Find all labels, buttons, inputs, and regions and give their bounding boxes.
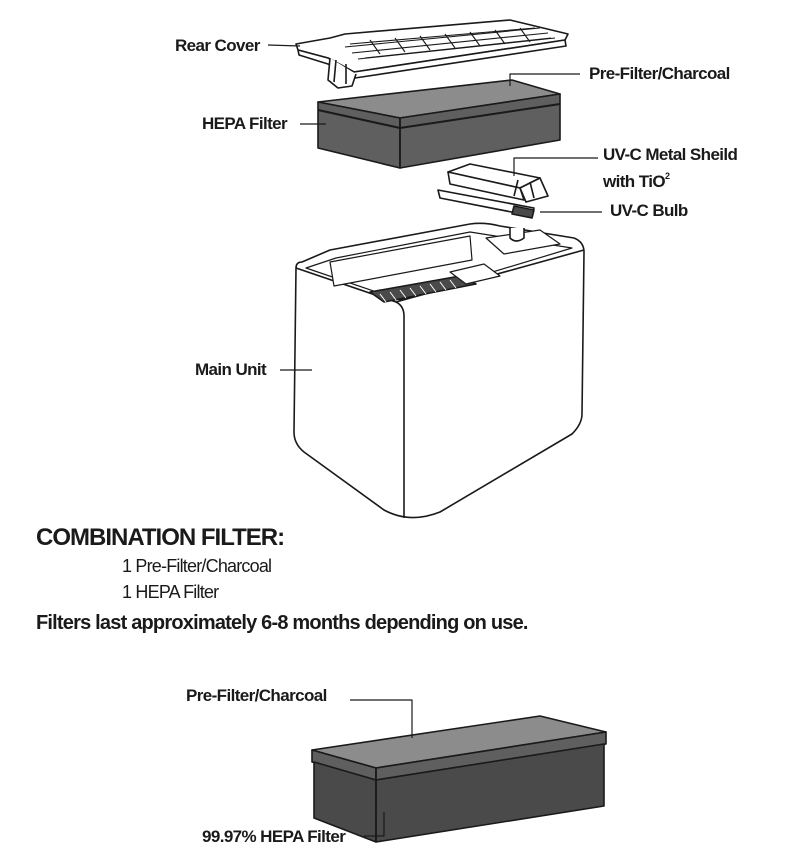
label-uvc-shield-line2: with TiO2: [603, 171, 670, 191]
label-rear-cover: Rear Cover: [175, 36, 260, 55]
bottom-filter-part: [311, 715, 607, 843]
combination-item: 1 Pre-Filter/Charcoal: [122, 556, 272, 576]
leader-lines: [267, 44, 602, 837]
bottom-label-hepa-filter: 99.97% HEPA Filter: [202, 827, 346, 846]
uvc-shield-part: [447, 163, 549, 203]
top-filter-part: [317, 79, 561, 169]
label-hepa-filter: HEPA Filter: [202, 114, 288, 133]
label-uvc-bulb: UV-C Bulb: [610, 201, 688, 220]
bottom-label-pre-filter: Pre-Filter/Charcoal: [186, 686, 327, 705]
label-uvc-shield: UV-C Metal Sheild: [603, 145, 738, 164]
label-main-unit: Main Unit: [195, 360, 267, 379]
main-unit-part: [293, 222, 585, 519]
filter-life-note: Filters last approximately 6-8 months de…: [36, 612, 528, 634]
combination-heading: COMBINATION FILTER:: [36, 524, 285, 551]
uvc-bulb-part: [437, 189, 535, 219]
label-pre-filter-charcoal: Pre-Filter/Charcoal: [589, 64, 730, 83]
combination-item: 1 HEPA Filter: [122, 582, 219, 602]
rear-cover-part: [295, 19, 569, 89]
